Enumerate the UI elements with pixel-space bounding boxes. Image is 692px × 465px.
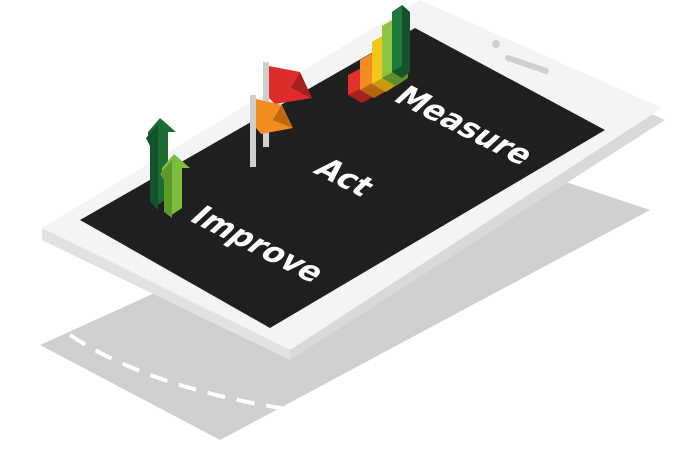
flags-icon [250, 62, 312, 167]
road-dash-line [68, 333, 331, 417]
bar-chart-icon [348, 5, 410, 103]
phone-screen [80, 28, 605, 328]
up-arrows-icon [146, 118, 190, 218]
phone-speaker [492, 40, 549, 74]
